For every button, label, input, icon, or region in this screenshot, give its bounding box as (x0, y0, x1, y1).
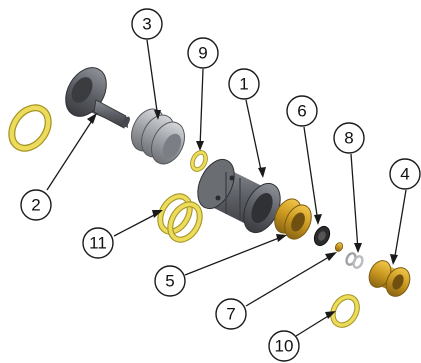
callout-label-1: 1 (239, 75, 248, 94)
callout-circle-1 (228, 68, 260, 100)
callout-label-4: 4 (400, 165, 409, 184)
callout-11: 11 (82, 227, 114, 259)
part-9-small-o-ring (190, 150, 208, 172)
callout-label-8: 8 (344, 129, 353, 148)
callout-circle-11 (82, 227, 114, 259)
leader-3 (146, 39, 159, 119)
callout-circle-7 (215, 298, 247, 330)
callout-5: 5 (154, 265, 186, 297)
part-2-stem (65, 67, 130, 129)
arrowhead-6 (314, 214, 322, 225)
arrowhead-4 (390, 254, 398, 265)
arrowhead-2 (87, 113, 97, 124)
part-8-washers (345, 252, 364, 269)
part-7-brass-pin (334, 242, 344, 252)
part-10-o-ring (330, 294, 360, 328)
callout-circle-5 (154, 265, 186, 297)
part-6-black-seal (313, 225, 331, 247)
leader-9 (199, 68, 204, 149)
arrowhead-9 (196, 141, 204, 151)
part-5-brass-ring (274, 198, 312, 240)
arrowhead-5 (276, 234, 287, 242)
callout-10: 10 (268, 330, 300, 362)
callout-circle-3 (131, 8, 163, 40)
callout-label-9: 9 (198, 44, 207, 63)
callout-3: 3 (131, 8, 163, 40)
callout-2: 2 (20, 189, 52, 221)
callout-label-6: 6 (297, 102, 306, 121)
callout-7: 7 (215, 298, 247, 330)
callout-circle-8 (333, 122, 365, 154)
arrowhead-1 (258, 167, 266, 178)
callout-label-3: 3 (142, 15, 151, 34)
part-1-body (197, 158, 281, 234)
callout-circle-10 (268, 330, 300, 362)
arrowhead-10 (325, 311, 336, 319)
o-ring-left (8, 104, 52, 152)
callout-4: 4 (389, 158, 421, 190)
callout-8: 8 (333, 122, 365, 154)
leader-7 (245, 253, 335, 307)
leader-11 (113, 211, 161, 237)
callout-label-2: 2 (31, 196, 40, 215)
leader-1 (245, 99, 263, 176)
callout-1: 1 (228, 68, 260, 100)
callout-6: 6 (286, 95, 318, 127)
leader-lines (46, 39, 407, 337)
callout-circle-9 (187, 37, 219, 69)
callout-label-11: 11 (89, 234, 107, 253)
callout-label-7: 7 (226, 305, 235, 324)
arrowhead-8 (354, 243, 362, 253)
leader-6 (303, 126, 319, 223)
callout-9: 9 (187, 37, 219, 69)
callout-circle-6 (286, 95, 318, 127)
callout-circle-4 (389, 158, 421, 190)
callout-circle-2 (20, 189, 52, 221)
leader-8 (350, 153, 359, 251)
callout-label-5: 5 (165, 272, 174, 291)
part-4-brass-nut (368, 260, 411, 297)
arrowhead-11 (152, 210, 163, 218)
part-11-o-rings (157, 193, 203, 243)
callout-label-10: 10 (275, 337, 294, 356)
leader-10 (295, 312, 334, 337)
arrowhead-3 (154, 110, 161, 120)
leader-4 (393, 189, 407, 263)
leader-5 (184, 235, 285, 276)
leader-2 (46, 115, 96, 191)
arrowhead-7 (325, 252, 337, 261)
